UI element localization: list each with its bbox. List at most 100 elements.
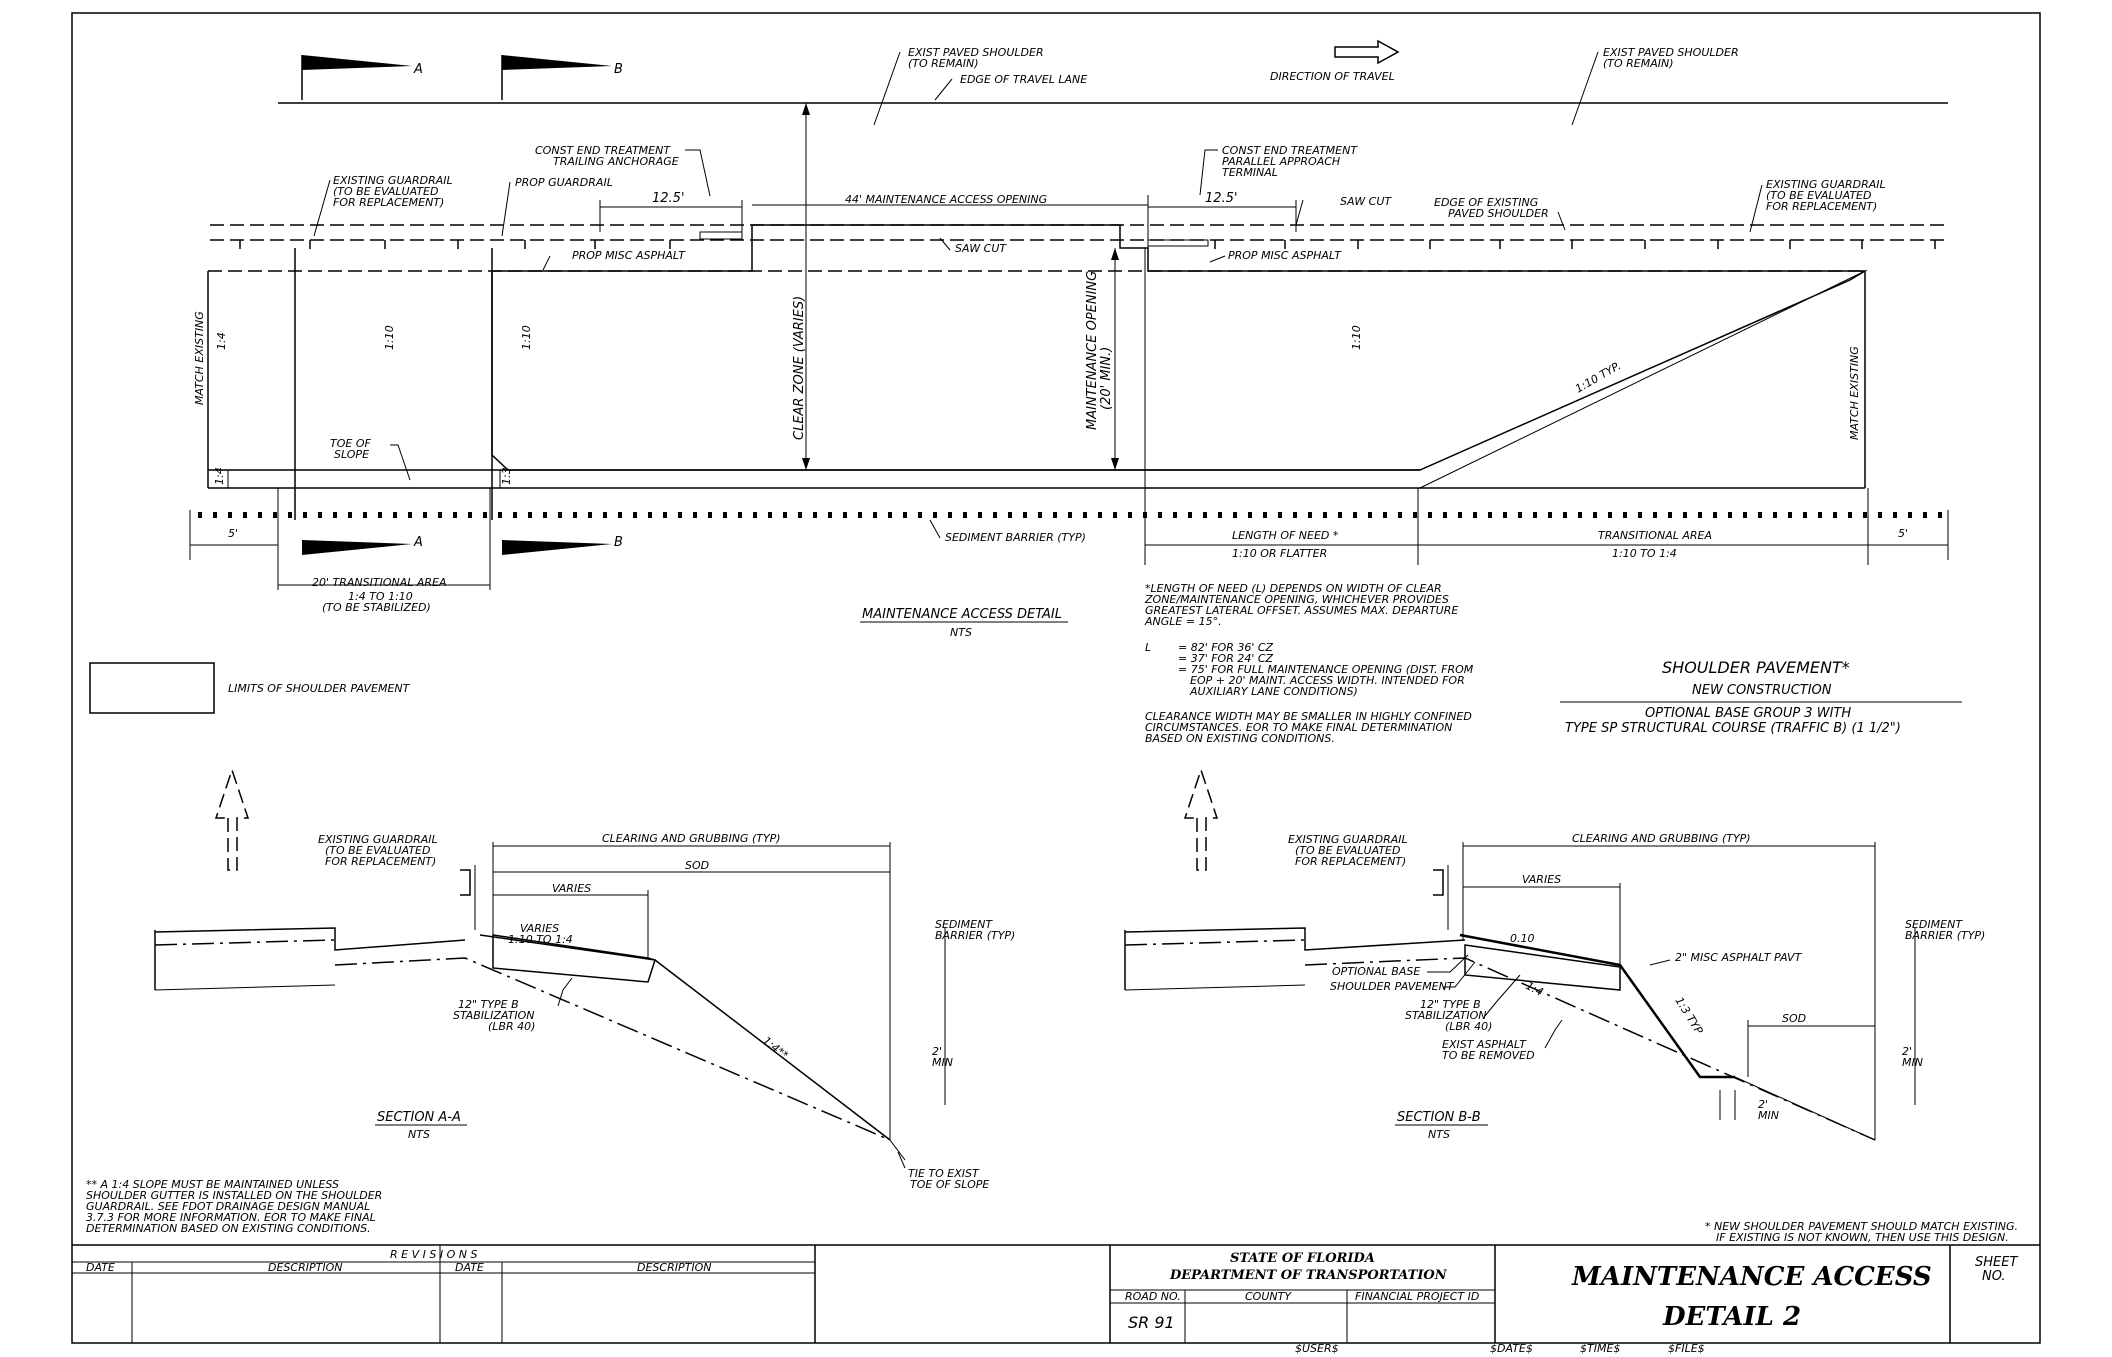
sa-guardrail-2: (TO BE EVALUATED — [325, 844, 430, 857]
title-block-labels: R E V I S I O N S DATE DESCRIPTION DATE … — [86, 1248, 2018, 1355]
sheet-title-2: DETAIL 2 — [1662, 1302, 1801, 1332]
clear-zone-label: CLEAR ZONE (VARIES) — [792, 296, 807, 440]
note-l-5: AUXILIARY LANE CONDITIONS) — [1189, 685, 1358, 698]
section-a-label-top: A — [413, 62, 423, 77]
sb-stab-1: 12" TYPE B — [1420, 998, 1481, 1011]
edge-of-travel-lane-label: EDGE OF TRAVEL LANE — [960, 73, 1087, 86]
note-lon-3: GREATEST LATERAL OFFSET. ASSUMES MAX. DE… — [1145, 604, 1458, 617]
shoulder-pavement-title: SHOULDER PAVEMENT* — [1662, 658, 1850, 677]
section-a-label-bottom: A — [413, 535, 423, 550]
plan-dimensions — [190, 544, 1948, 586]
department-of-transportation: DEPARTMENT OF TRANSPORTATION — [1169, 1268, 1448, 1283]
plan-view — [189, 39, 1949, 590]
sa-2min-2: MIN — [932, 1056, 953, 1069]
sb-varies: VARIES — [1522, 873, 1561, 886]
sheet-label: SHEET — [1975, 1255, 2018, 1270]
note-l-2: = 37' FOR 24' CZ — [1178, 652, 1274, 665]
sa-sod: SOD — [685, 859, 709, 872]
slope-1-4-bottom: 1:4 — [213, 467, 226, 485]
road-no-header: ROAD NO. — [1125, 1290, 1181, 1303]
exist-paved-shoulder-left-2: (TO REMAIN) — [908, 57, 979, 70]
existing-guardrail-right-1: EXISTING GUARDRAIL — [1766, 178, 1886, 191]
sa-stab-1: 12" TYPE B — [458, 998, 519, 1011]
edge-existing-paved-1: EDGE OF EXISTING — [1434, 196, 1538, 209]
note-l-1: = 82' FOR 36' CZ — [1178, 641, 1274, 654]
new-sp-note-2: IF EXISTING IS NOT KNOWN, THEN USE THIS … — [1716, 1231, 2009, 1244]
section-b-b — [1124, 767, 1916, 1141]
sb-clearing: CLEARING AND GRUBBING (TYP) — [1572, 832, 1751, 845]
notes: *LENGTH OF NEED (L) DEPENDS ON WIDTH OF … — [86, 582, 2018, 1244]
slope-1-10-c: 1:10 — [1350, 325, 1363, 350]
length-of-need-slope: 1:10 OR FLATTER — [1232, 547, 1327, 560]
existing-guardrail-right-2: (TO BE EVALUATED — [1766, 189, 1871, 202]
match-existing-left: MATCH EXISTING — [193, 311, 206, 405]
sb-optional-base: OPTIONAL BASE — [1332, 965, 1420, 978]
sb-2min-b1: 2' — [1758, 1098, 1768, 1111]
exist-paved-shoulder-right: EXIST PAVED SHOULDER — [1603, 46, 1739, 59]
sb-2min-b2: MIN — [1758, 1109, 1779, 1122]
section-a-arrow-top — [302, 55, 412, 70]
detail-title: MAINTENANCE ACCESS DETAIL — [862, 607, 1062, 622]
sb-slope-13: 1:3 TYP — [1672, 995, 1705, 1037]
dim-12-5-left: 12.5' — [652, 191, 685, 206]
note-lon-1: *LENGTH OF NEED (L) DEPENDS ON WIDTH OF … — [1145, 582, 1442, 595]
match-existing-right: MATCH EXISTING — [1848, 346, 1861, 440]
section-a-arrow-bottom — [302, 540, 412, 555]
sb-sod: SOD — [1782, 1012, 1806, 1025]
sa-stab-3: (LBR 40) — [488, 1020, 535, 1033]
new-sp-note-1: * NEW SHOULDER PAVEMENT SHOULD MATCH EXI… — [1705, 1220, 2018, 1233]
const-end-trailing-1: CONST END TREATMENT — [535, 144, 671, 157]
sa-slope-14: 1:4** — [760, 1034, 791, 1062]
sa-nts: NTS — [408, 1128, 430, 1141]
section-b-label-top: B — [614, 62, 623, 77]
maintenance-opening-label-2: (20' MIN.) — [1099, 347, 1114, 410]
saw-cut-top-label: SAW CUT — [1340, 195, 1392, 208]
sb-stab-2: STABILIZATION — [1405, 1009, 1487, 1022]
financial-project-header: FINANCIAL PROJECT ID — [1355, 1290, 1479, 1303]
legend: LIMITS OF SHOULDER PAVEMENT — [89, 662, 411, 714]
date-field: $DATE$ — [1490, 1342, 1533, 1355]
north-arrow-a-icon — [214, 767, 250, 871]
guardrail-post-b — [1433, 869, 1444, 896]
legend-label: LIMITS OF SHOULDER PAVEMENT — [228, 682, 411, 695]
prop-misc-asphalt-right: PROP MISC ASPHALT — [1228, 249, 1342, 262]
county-header: COUNTY — [1245, 1290, 1292, 1303]
file-field: $FILE$ — [1668, 1342, 1705, 1355]
note-l-label: L — [1145, 641, 1151, 654]
title-block — [72, 1244, 2040, 1343]
transitional-20-slope: 1:4 TO 1:10 — [348, 590, 413, 603]
sa-stab-2: STABILIZATION — [453, 1009, 535, 1022]
slope-1-10-typ: 1:10 TYP. — [1573, 359, 1623, 395]
sheet-border — [71, 12, 2041, 1344]
note-lon-2: ZONE/MAINTENANCE OPENING, WHICHEVER PROV… — [1144, 593, 1449, 606]
maintenance-opening-44-label: 44' MAINTENANCE ACCESS OPENING — [845, 193, 1047, 206]
sa-title: SECTION A-A — [377, 1110, 461, 1125]
slope-note-4: 3.7.3 FOR MORE INFORMATION. EOR TO MAKE … — [86, 1211, 376, 1224]
transitional-area-label: TRANSITIONAL AREA — [1598, 529, 1712, 542]
prop-guardrail-label: PROP GUARDRAIL — [515, 176, 613, 189]
detail-nts: NTS — [950, 626, 972, 639]
legend-hatch-swatch — [89, 662, 215, 714]
sb-misc-asphalt: 2" MISC ASPHALT PAVT — [1675, 951, 1803, 964]
slope-note-5: DETERMINATION BASED ON EXISTING CONDITIO… — [86, 1222, 371, 1235]
sb-guardrail-1: EXISTING GUARDRAIL — [1288, 833, 1408, 846]
transitional-20-stabilized: (TO BE STABILIZED) — [322, 601, 431, 614]
note-l-3: = 75' FOR FULL MAINTENANCE OPENING (DIST… — [1178, 663, 1474, 676]
sa-clearing: CLEARING AND GRUBBING (TYP) — [602, 832, 781, 845]
const-end-trailing-2: TRAILING ANCHORAGE — [553, 155, 679, 168]
existing-guardrail-left-3: FOR REPLACEMENT) — [333, 196, 444, 209]
plan-leaders — [313, 51, 1763, 539]
section-b-arrow-bottom — [502, 540, 612, 555]
sb-guardrail-2: (TO BE EVALUATED — [1295, 844, 1400, 857]
note-lon-4: ANGLE = 15°. — [1144, 615, 1222, 628]
section-a-labels: EXISTING GUARDRAIL (TO BE EVALUATED FOR … — [318, 832, 1015, 1191]
note-cw-3: BASED ON EXISTING CONDITIONS. — [1145, 732, 1335, 745]
slope-note-1: ** A 1:4 SLOPE MUST BE MAINTAINED UNLESS — [86, 1178, 339, 1191]
const-end-parallel-1: CONST END TREATMENT — [1222, 144, 1358, 157]
section-b-label-bottom: B — [614, 535, 623, 550]
dim-5-right: 5' — [1898, 527, 1908, 540]
exist-paved-shoulder-right-2: (TO REMAIN) — [1603, 57, 1674, 70]
sheet-title-1: MAINTENANCE ACCESS — [1571, 1262, 1932, 1292]
note-l-4: EOP + 20' MAINT. ACCESS WIDTH. INTENDED … — [1190, 674, 1465, 687]
